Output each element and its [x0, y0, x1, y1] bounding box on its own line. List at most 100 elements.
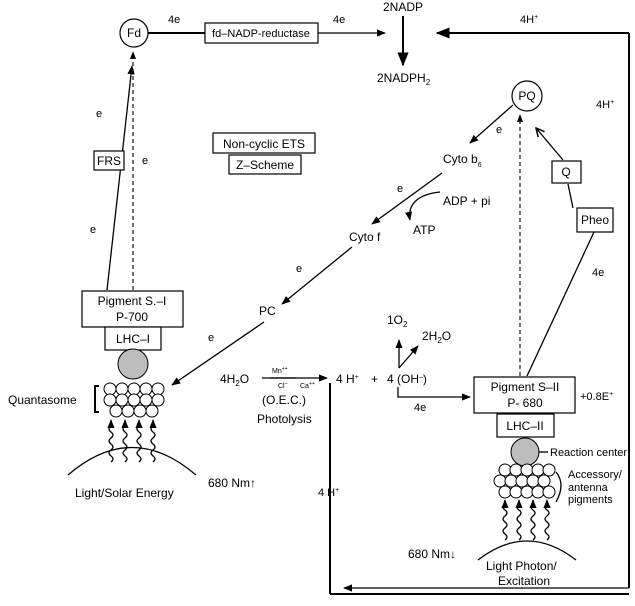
ps1-light-wave — [107, 419, 115, 463]
nadph-label: 2NADPH2 — [377, 71, 431, 87]
cyto-f-label: Cyto f — [349, 230, 381, 244]
ps1-reaction-center — [117, 348, 149, 380]
mn-label: Mn++ — [272, 366, 288, 375]
ps2-line2: P- 680 — [507, 396, 543, 410]
atp-synthesis-arc — [404, 191, 441, 221]
e-pq-label: e — [496, 124, 502, 136]
light-photon-label-2: Excitation — [498, 574, 550, 588]
ps2-pigment — [504, 474, 518, 488]
ps1-pigment — [115, 382, 129, 396]
ps2-to-pheo-line — [526, 231, 595, 377]
four-e-right-label: 4e — [333, 14, 345, 26]
ps1-pigment-cluster — [103, 382, 165, 418]
z-scheme-label: Z–Scheme — [236, 158, 294, 172]
non-cyclic-label: Non-cyclic ETS — [223, 137, 305, 151]
ps2-pigment — [526, 474, 540, 488]
pq-to-cytob6-arrow — [469, 104, 514, 144]
ps1-pigment — [109, 404, 123, 418]
pheo-box — [576, 207, 614, 233]
ps1-pigment — [133, 404, 147, 418]
ps1-pigment — [127, 382, 141, 396]
e-frs-bottom-label: e — [90, 224, 96, 236]
ps2-light-wave — [543, 499, 551, 541]
ps2-light-wave — [515, 499, 523, 541]
ps1-pigment — [151, 382, 165, 396]
ps2-light-wave — [529, 499, 537, 541]
pc-label: PC — [259, 304, 276, 318]
nm-680-down-label: 680 Nm↓ — [408, 547, 456, 561]
ps1-pigment — [139, 393, 153, 407]
photolysis-label: Photolysis — [257, 412, 312, 426]
q-to-pq-arrow — [536, 128, 564, 161]
ps1-light-waves — [107, 419, 157, 463]
ps2-pigment — [542, 485, 556, 499]
ps2-pigment — [515, 474, 529, 488]
ps2-pigment — [542, 463, 556, 477]
four-e-ps2-label: 4e — [414, 402, 426, 414]
accessory-label-2: antenna — [568, 482, 609, 494]
e-frs-top-label: e — [96, 108, 102, 120]
ps2-pigment — [537, 474, 551, 488]
ps1-pigment — [103, 382, 117, 396]
lhc2-label: LHC–II — [506, 419, 543, 433]
q-box — [551, 160, 582, 184]
ps1-box — [81, 290, 184, 328]
pheo-to-q-line — [567, 183, 574, 209]
accessory-label-3: pigments — [568, 494, 613, 506]
ps2-pigment — [498, 485, 512, 499]
ps1-light-wave — [121, 419, 129, 463]
oec-label: (O.E.C.) — [262, 393, 306, 407]
o2-label: 1O2 — [387, 313, 408, 329]
ps2-pigment-cluster — [493, 463, 556, 499]
light-solar-label: Light/Solar Energy — [75, 486, 174, 500]
cyto-b6-label: Cyto b6 — [443, 152, 482, 169]
ps1-line2: P-700 — [116, 310, 148, 324]
pheo-label: Pheo — [581, 213, 609, 227]
e-frs-side-label: e — [142, 155, 148, 167]
ca-label: Ca++ — [300, 381, 315, 390]
frs-label: FRS — [97, 154, 121, 168]
ps2-reaction-center — [510, 437, 540, 467]
quantasome-label: Quantasome — [8, 393, 77, 407]
ps1-light-wave — [149, 419, 157, 463]
ps1-pigment — [103, 393, 117, 407]
fd-label: Fd — [127, 26, 141, 40]
pq-node: PQ — [511, 80, 543, 112]
accessory-bracket — [555, 471, 562, 503]
ps2-pigment — [498, 463, 512, 477]
h2o-label: 2H2O — [422, 329, 451, 345]
ps1-pigment — [121, 404, 135, 418]
cl-label: Cl– — [278, 381, 288, 390]
four-h-plus-label: 4 H+ — [336, 372, 359, 386]
cytof-to-pc-arrow — [281, 246, 353, 305]
plus-08-label: +0.8E+ — [580, 391, 613, 403]
atp-label: ATP — [413, 223, 435, 237]
cytob6-to-cytof-arrow — [371, 172, 443, 225]
four-h-bottom-label: 4 H+ — [318, 487, 339, 499]
light-photon-label-1: Light Photon/ — [486, 559, 557, 573]
ps2-light-waves — [501, 499, 551, 541]
four-e-left-label: 4e — [168, 14, 180, 26]
top-4h-label: 4H+ — [520, 14, 538, 26]
non-cyclic-box — [212, 132, 316, 154]
ps1-line1: Pigment S.–I — [98, 294, 167, 308]
ps2-box — [473, 376, 576, 414]
z-scheme-box — [228, 154, 302, 175]
e-pc-ps1-label: e — [208, 332, 214, 344]
ps2-pigment — [531, 485, 545, 499]
nm-680-up-label: 680 Nm↑ — [208, 476, 256, 490]
ps2-pigment — [509, 485, 523, 499]
right-4h-label: 4H+ — [596, 99, 614, 111]
water-label: 4H2O — [220, 372, 249, 388]
lhc2-box — [496, 413, 555, 438]
reaction-center-label: Reaction center — [550, 447, 627, 459]
ps1-pigment — [127, 393, 141, 407]
nadp-label: 2NADP — [383, 0, 423, 14]
h2o-arrow — [398, 345, 419, 369]
ps2-light-wave — [501, 499, 509, 541]
e-b6-f-label: e — [397, 183, 403, 195]
ps2-line1: Pigment S–II — [491, 380, 560, 394]
ps2-pigment — [520, 463, 534, 477]
